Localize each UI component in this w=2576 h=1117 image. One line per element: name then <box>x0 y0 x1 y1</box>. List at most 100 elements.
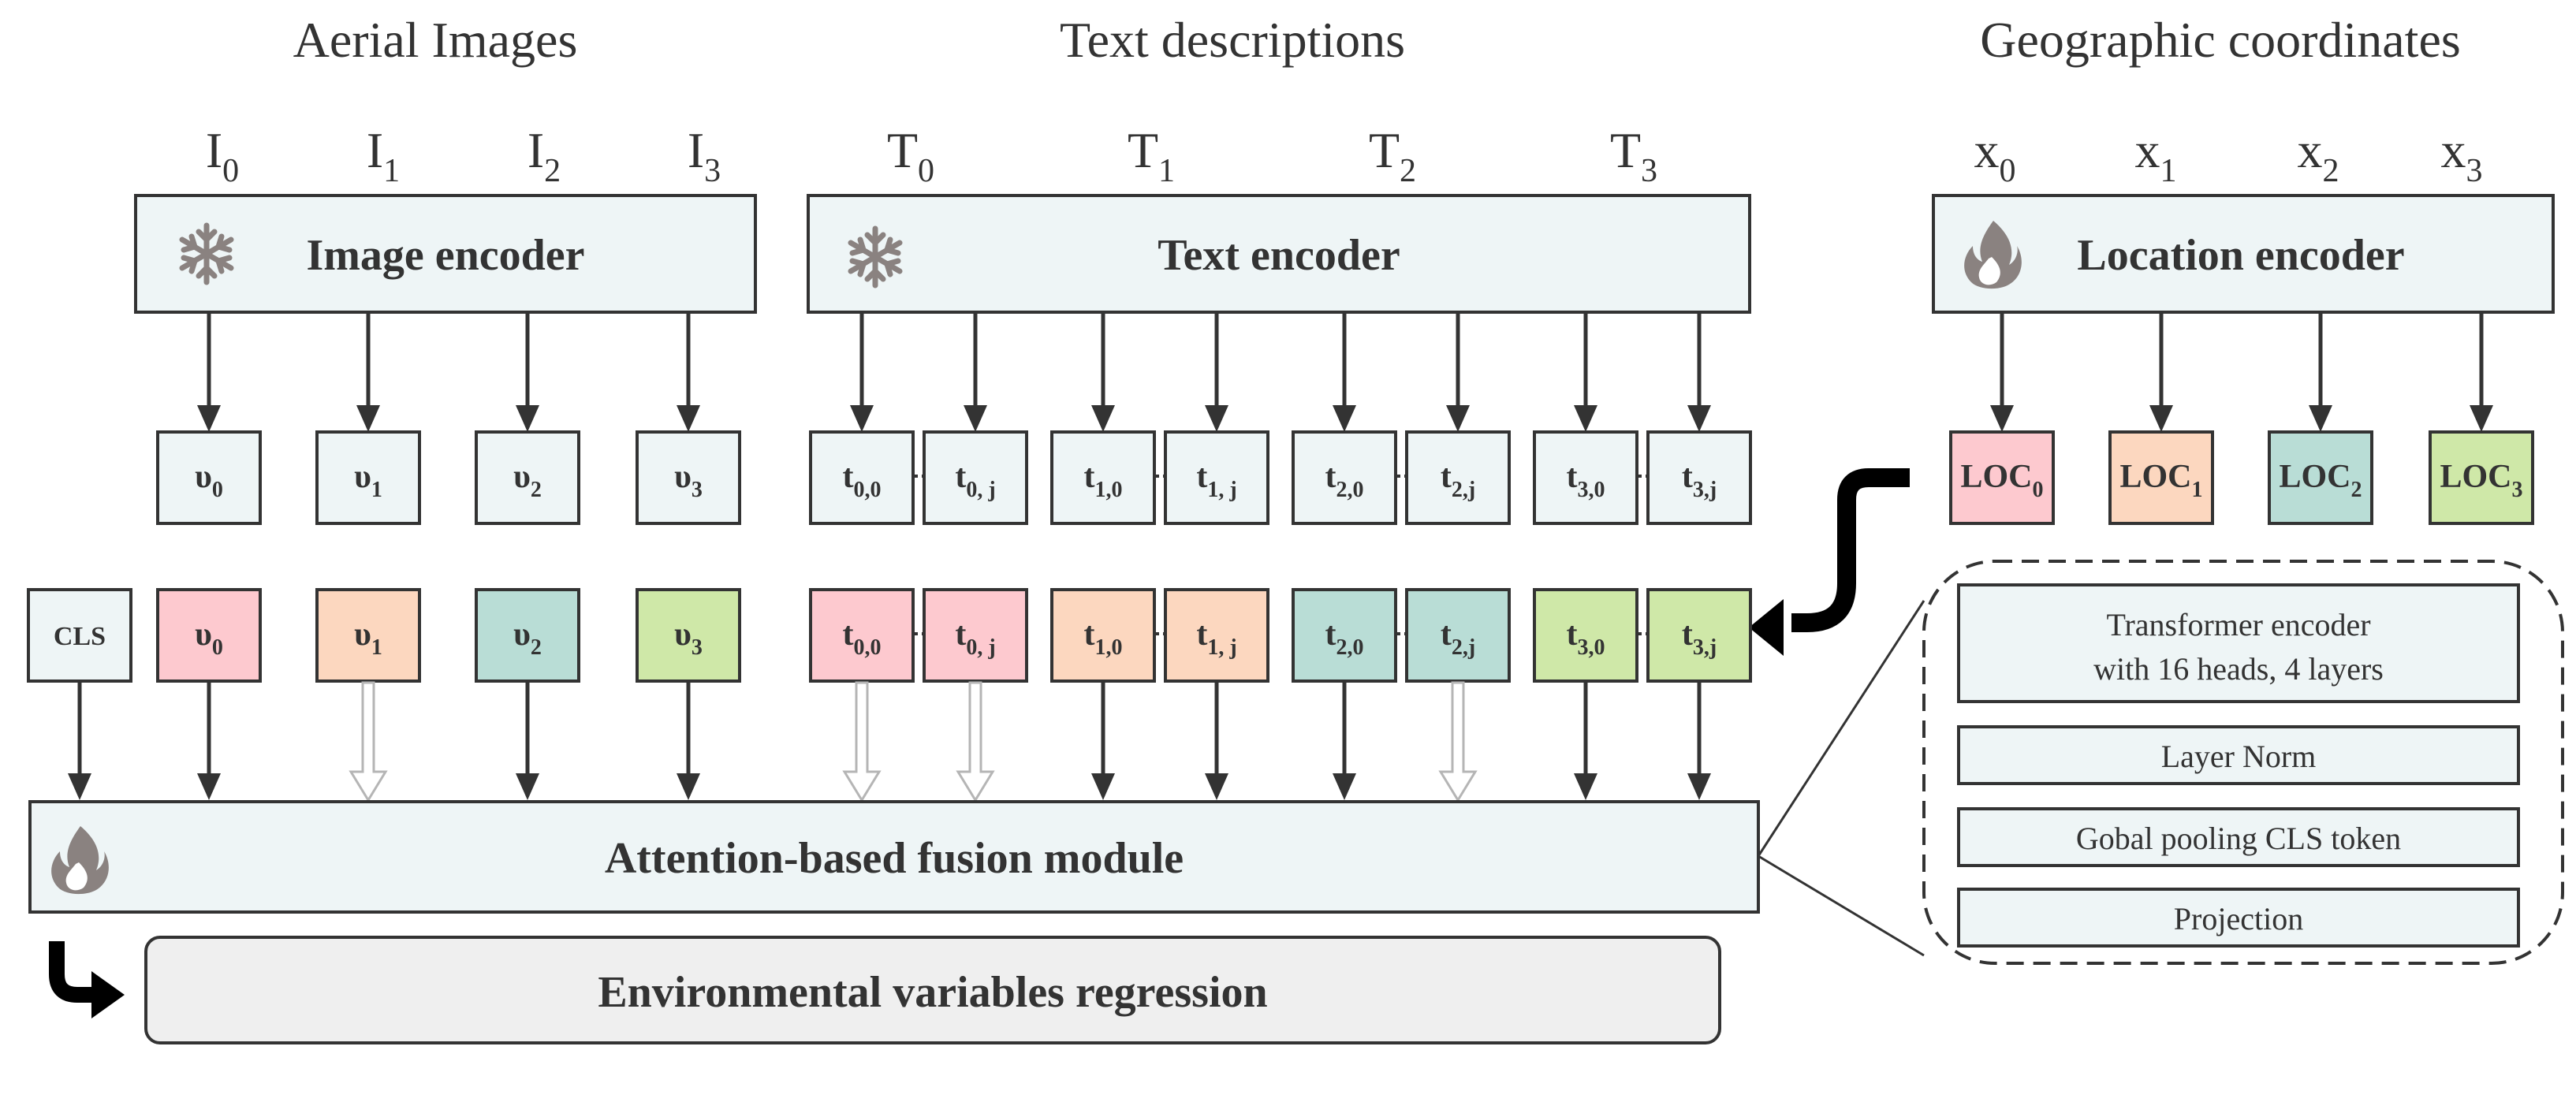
input-image-label: I0 <box>206 122 239 189</box>
location-embedding-box <box>2108 430 2214 525</box>
input-image-label: I2 <box>528 122 561 189</box>
fusion-text-token-box <box>809 588 915 683</box>
input-text-label: T1 <box>1128 122 1175 189</box>
fusion-input-arrow-head <box>1687 773 1711 800</box>
encoder-arrow-head <box>356 405 380 432</box>
fusion-text-token-box <box>1405 588 1511 683</box>
masked-input-arrow <box>956 681 995 802</box>
encoder-arrow-head <box>1446 405 1470 432</box>
image-encoder: Image encoder <box>134 194 757 314</box>
encoder-arrow-head <box>1205 405 1228 432</box>
text-embedding: t1, j <box>1164 430 1269 525</box>
transformer-encoder-box <box>1957 583 2520 703</box>
text-embedding-box <box>1164 430 1269 525</box>
location-embedding-label: LOC2 <box>2279 459 2362 502</box>
encoder-arrow-head <box>1091 405 1115 432</box>
transformer-encoder-line1: Transformer encoder <box>2106 607 2370 642</box>
text-embedding: t2,0 <box>1292 430 1397 525</box>
text-encoder: Text encoder <box>807 194 1751 314</box>
fusion-input-arrows <box>68 681 1711 802</box>
text-embedding-box <box>1533 430 1638 525</box>
text-embedding: t3,0 <box>1533 430 1638 525</box>
input-text-label: T3 <box>1610 122 1657 189</box>
text-encoder-label: Text encoder <box>1158 231 1400 280</box>
fusion-image-token-label: υ0 <box>195 616 223 660</box>
fusion-image-token: υ1 <box>315 588 421 683</box>
text-embedding-box <box>1646 430 1752 525</box>
detail-connector-bottom <box>1758 855 1925 957</box>
text-embedding-label: t1, j <box>1196 459 1236 502</box>
loc-to-fusion-arrowhead <box>1749 599 1784 656</box>
fusion-text-token-label: t3,0 <box>1567 616 1605 660</box>
fusion-image-token: υ0 <box>156 588 262 683</box>
image-embedding: υ0 <box>156 430 262 525</box>
text-embedding-label: t0,0 <box>843 459 882 502</box>
fusion-input-arrow-head <box>677 773 700 800</box>
location-embedding-box <box>1949 430 2055 525</box>
layer-norm-box <box>1957 725 2520 785</box>
fusion-text-token: t0,0 <box>809 588 915 683</box>
fusion-image-token-label: υ1 <box>354 616 382 660</box>
location-embedding: LOC3 <box>2429 430 2534 525</box>
fusion-text-token-box <box>923 588 1028 683</box>
image-embedding: υ1 <box>315 430 421 525</box>
encoder-arrow-head <box>197 405 221 432</box>
encoder-arrow-head <box>1990 405 2014 432</box>
location-embedding-box <box>2429 430 2534 525</box>
cls-token-label: CLS <box>54 622 106 651</box>
fusion-text-token: t3,j <box>1646 588 1752 683</box>
text-embedding-box <box>1405 430 1511 525</box>
location-encoder-label: Location encoder <box>2077 231 2404 280</box>
regression-label: Environmental variables regression <box>598 968 1267 1017</box>
fusion-input-arrow-head <box>197 773 221 800</box>
location-embedding-label: LOC0 <box>1960 459 2043 502</box>
fusion-image-token-box <box>315 588 421 683</box>
fusion-text-token-box <box>1646 588 1752 683</box>
text-embedding-label: t3,j <box>1682 459 1717 502</box>
location-encoder-box <box>1932 194 2555 314</box>
fusion-text-token-label: t3,j <box>1682 616 1717 660</box>
pooling-label: Gobal pooling CLS token <box>2076 821 2401 856</box>
text-embedding-label: t0, j <box>955 459 995 502</box>
image-encoder-box <box>134 194 757 314</box>
fusion-text-token-label: t2,0 <box>1325 616 1364 660</box>
fusion-input-arrow-head <box>68 773 91 800</box>
pooling-box <box>1957 807 2520 867</box>
image-embedding-label: υ2 <box>513 459 542 502</box>
input-image-label: I3 <box>688 122 721 189</box>
cls-token: CLS <box>27 588 132 683</box>
text-embedding: t0,0 <box>809 430 915 525</box>
location-embedding-label: LOC3 <box>2440 459 2522 502</box>
fusion-input-arrow-head <box>1205 773 1228 800</box>
section-title-geographic-coordinates: Geographic coordinates <box>1980 12 2461 68</box>
fusion-text-token-label: t0, j <box>955 616 995 660</box>
input-image-label: I1 <box>367 122 400 189</box>
layer-norm-label: Layer Norm <box>2161 739 2317 774</box>
fusion-to-regression-arrowhead <box>91 971 125 1018</box>
text-embedding-box <box>1050 430 1156 525</box>
fusion-image-token-label: υ3 <box>674 616 703 660</box>
image-embedding-box <box>156 430 262 525</box>
fusion-text-token-box <box>1164 588 1269 683</box>
section-title-aerial-images: Aerial Images <box>293 12 578 68</box>
projection-label: Projection <box>2174 901 2303 936</box>
fusion-image-token: υ3 <box>636 588 741 683</box>
input-text-label: T0 <box>887 122 934 189</box>
fusion-text-token: t2,0 <box>1292 588 1397 683</box>
encoder-arrow-head <box>1687 405 1711 432</box>
fusion-module-label: Attention-based fusion module <box>605 834 1184 883</box>
fusion-text-token-label: t1, j <box>1196 616 1236 660</box>
text-embedding: t2,j <box>1405 430 1511 525</box>
fusion-input-arrow-head <box>1574 773 1597 800</box>
fusion-image-token-label: υ2 <box>513 616 542 660</box>
fusion-text-token: t1,0 <box>1050 588 1156 683</box>
fusion-input-arrow-head <box>1091 773 1115 800</box>
fusion-image-token-box <box>156 588 262 683</box>
projection-box <box>1957 888 2520 948</box>
text-embedding-box <box>923 430 1028 525</box>
encoder-arrow-head <box>1574 405 1597 432</box>
fusion-text-token-label: t1,0 <box>1084 616 1123 660</box>
encoder-arrow-head <box>2309 405 2332 432</box>
fusion-text-token: t3,0 <box>1533 588 1638 683</box>
